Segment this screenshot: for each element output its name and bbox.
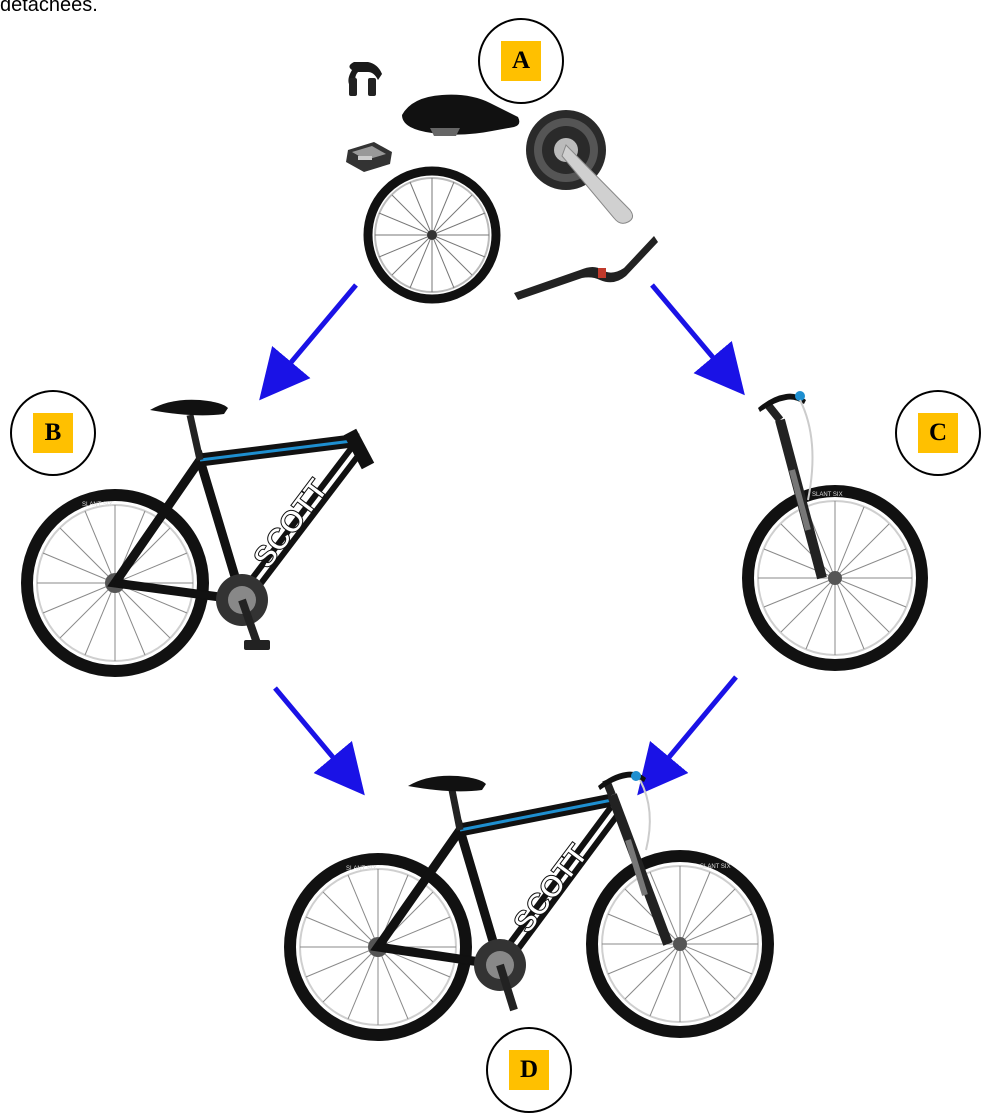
assembled-bike: SCOTT SLANT SIX SLANT SIX bbox=[284, 771, 774, 1041]
tire-brand-text-b: SLANT SIX bbox=[82, 502, 113, 508]
arrow-b-to-d bbox=[273, 686, 365, 796]
brake-caliper-icon bbox=[348, 62, 382, 96]
saddle-icon bbox=[402, 94, 520, 136]
label-a: A bbox=[501, 41, 541, 81]
parts-group bbox=[346, 62, 658, 304]
label-circle-d: D bbox=[486, 1027, 572, 1113]
label-d: D bbox=[509, 1050, 549, 1090]
arrows bbox=[259, 283, 745, 796]
frame-brand-text-b: SCOTT bbox=[247, 473, 335, 574]
label-b: B bbox=[33, 413, 73, 453]
arrow-c-to-d bbox=[637, 675, 738, 796]
label-circle-c: C bbox=[895, 390, 981, 476]
label-circle-a: A bbox=[478, 18, 564, 104]
wheel-icon bbox=[363, 166, 501, 304]
header-text: détachées. bbox=[0, 0, 98, 16]
fork-with-front-wheel: SLANT SIX bbox=[742, 391, 928, 671]
frame-brand-text-d: SCOTT bbox=[507, 838, 595, 939]
tire-brand-text-c: SLANT SIX bbox=[812, 492, 843, 498]
handlebar-icon bbox=[514, 236, 658, 300]
pedal-icon bbox=[346, 142, 392, 172]
crankset-icon bbox=[526, 110, 634, 224]
arrow-a-to-b bbox=[259, 283, 358, 401]
label-circle-b: B bbox=[10, 390, 96, 476]
label-c: C bbox=[918, 413, 958, 453]
tire-brand-text-d2: SLANT SIX bbox=[700, 864, 731, 870]
arrow-a-to-c bbox=[650, 283, 745, 396]
tire-brand-text-d: SLANT SIX bbox=[346, 866, 377, 872]
